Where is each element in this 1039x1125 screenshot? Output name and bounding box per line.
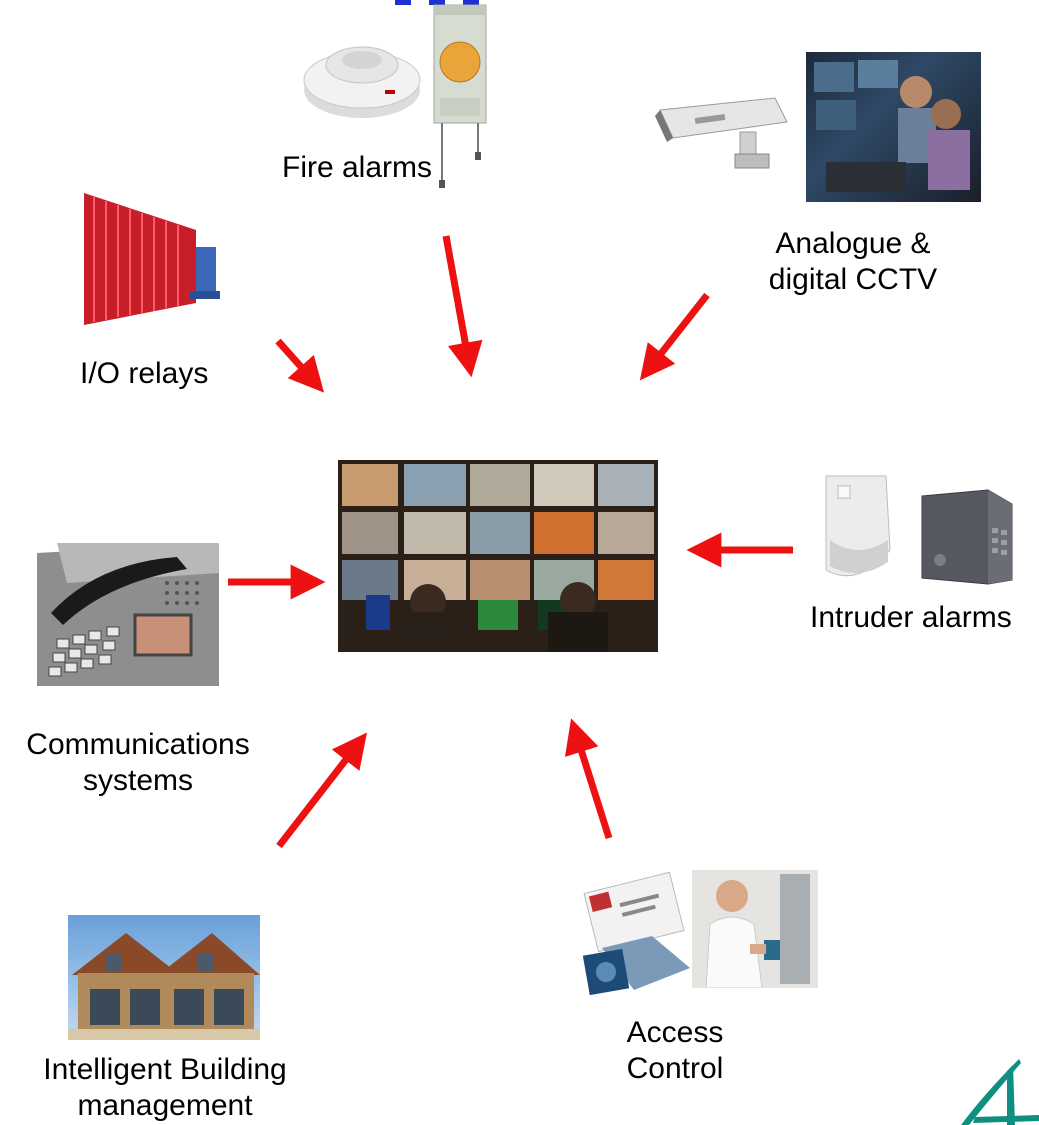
title-fragment: [395, 0, 515, 6]
access-control-label-line2: Control: [626, 1052, 724, 1085]
motion-sensor-icon: [820, 470, 895, 588]
house-photo: [68, 915, 260, 1040]
building-label: Intelligent Building management: [25, 1052, 305, 1124]
control-room-operators-photo: [806, 52, 981, 202]
arrow-fire-alarms: [442, 235, 483, 378]
communications-label: Communications systems: [10, 727, 266, 799]
communications-label-line2: systems: [82, 764, 193, 797]
keypad-entry-photo: [692, 870, 818, 988]
cctv-label-line1: Analogue &: [775, 227, 931, 260]
intruder-alarms-label: Intruder alarms: [810, 601, 1012, 634]
cctv-camera-icon: [655, 80, 805, 175]
monitoring-control-room-photo: [338, 460, 658, 652]
access-control-label: Access Control: [600, 1015, 750, 1087]
id-card-icon: [582, 872, 692, 997]
alarm-panel-icon: [918, 488, 1016, 586]
fire-alarms-label: Fire alarms: [282, 151, 433, 184]
arrow-io-relays: [275, 338, 325, 393]
building-label-line2: management: [77, 1089, 253, 1122]
access-control-label-line1: Access: [626, 1016, 724, 1049]
smoke-detector-icon: [300, 20, 425, 125]
arrow-building: [276, 732, 368, 849]
io-relays-label: I/O relays: [80, 357, 209, 390]
cctv-label: Analogue & digital CCTV: [748, 226, 958, 298]
building-label-line1: Intelligent Building: [43, 1053, 287, 1086]
fire-alarm-bell-icon: [428, 0, 493, 190]
arrow-access-control: [564, 718, 613, 840]
sliding-gate-icon: [78, 185, 228, 330]
cctv-label-line2: digital CCTV: [768, 263, 938, 296]
communications-label-line1: Communications: [26, 728, 250, 761]
video-intercom-icon: [37, 543, 219, 686]
company-logo-icon: [955, 1055, 1039, 1125]
arrow-cctv: [639, 292, 710, 381]
